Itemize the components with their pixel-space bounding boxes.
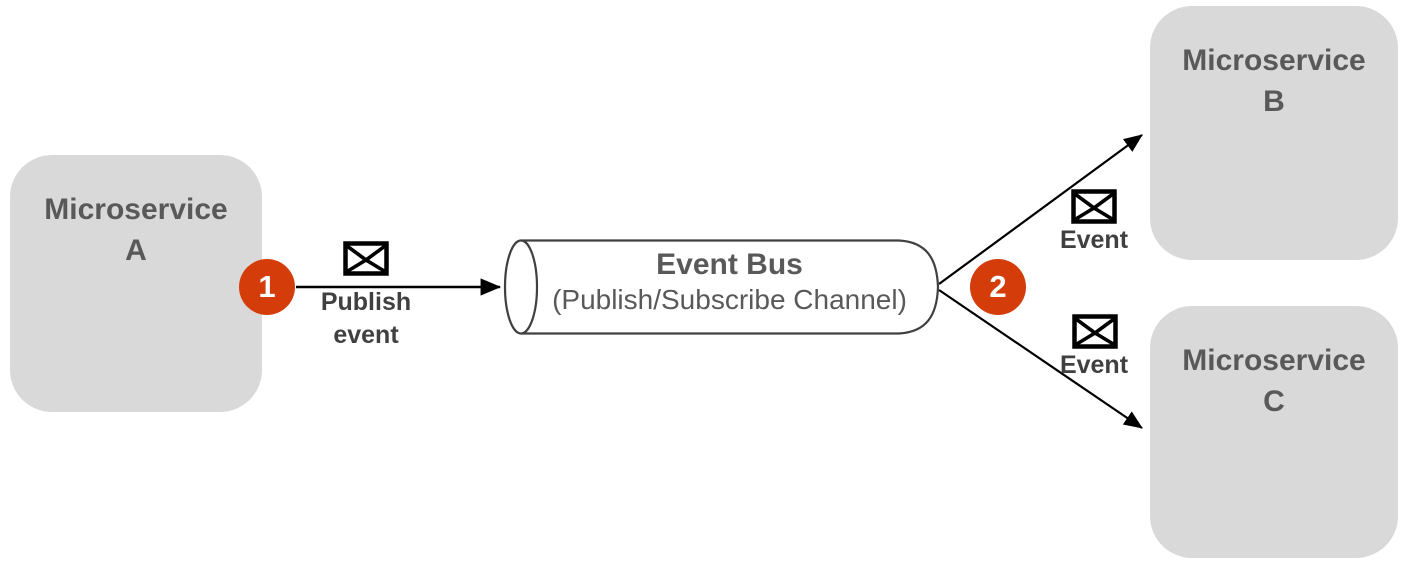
publish-event-label: Publish event — [299, 286, 433, 352]
event-to-b-label-text: Event — [1059, 226, 1129, 254]
microservice-b-label-line2: B — [1263, 85, 1285, 118]
envelope-icon — [346, 244, 387, 274]
event-bus-text: Event Bus (Publish/Subscribe Channel) — [521, 247, 938, 317]
event-bus-subtitle: (Publish/Subscribe Channel) — [552, 284, 907, 315]
microservice-c-label-line2: C — [1263, 385, 1285, 418]
event-to-b-label: Event — [1044, 224, 1144, 257]
step-2-number: 2 — [989, 269, 1007, 304]
event-to-c-label: Event — [1044, 349, 1144, 382]
microservice-a-label-line1: Microservice — [44, 193, 228, 226]
envelope-icon — [1075, 317, 1116, 347]
connector-to-microservice-c — [938, 289, 1143, 429]
event-to-c-label-text: Event — [1059, 351, 1129, 379]
event-bus-cylinder — [503, 239, 940, 335]
step-1-badge: 1 — [239, 259, 295, 315]
event-bus-title: Event Bus — [656, 248, 803, 281]
cylinder-end-ellipse — [503, 239, 539, 335]
step-1-number: 1 — [258, 269, 276, 304]
microservice-b-label-line1: Microservice — [1182, 44, 1366, 77]
envelope-icon — [1074, 192, 1115, 222]
publish-event-label-line1: Publish — [320, 288, 412, 316]
microservice-b-box: Microservice B — [1150, 6, 1398, 260]
microservice-a-label-line2: A — [125, 234, 147, 267]
publish-event-label-line2: event — [333, 321, 399, 349]
microservice-c-label-line1: Microservice — [1182, 344, 1366, 377]
step-2-badge: 2 — [970, 259, 1026, 315]
connector-to-microservice-b — [938, 134, 1143, 285]
microservice-c-box: Microservice C — [1150, 306, 1398, 558]
microservice-a-box: Microservice A — [10, 155, 262, 412]
